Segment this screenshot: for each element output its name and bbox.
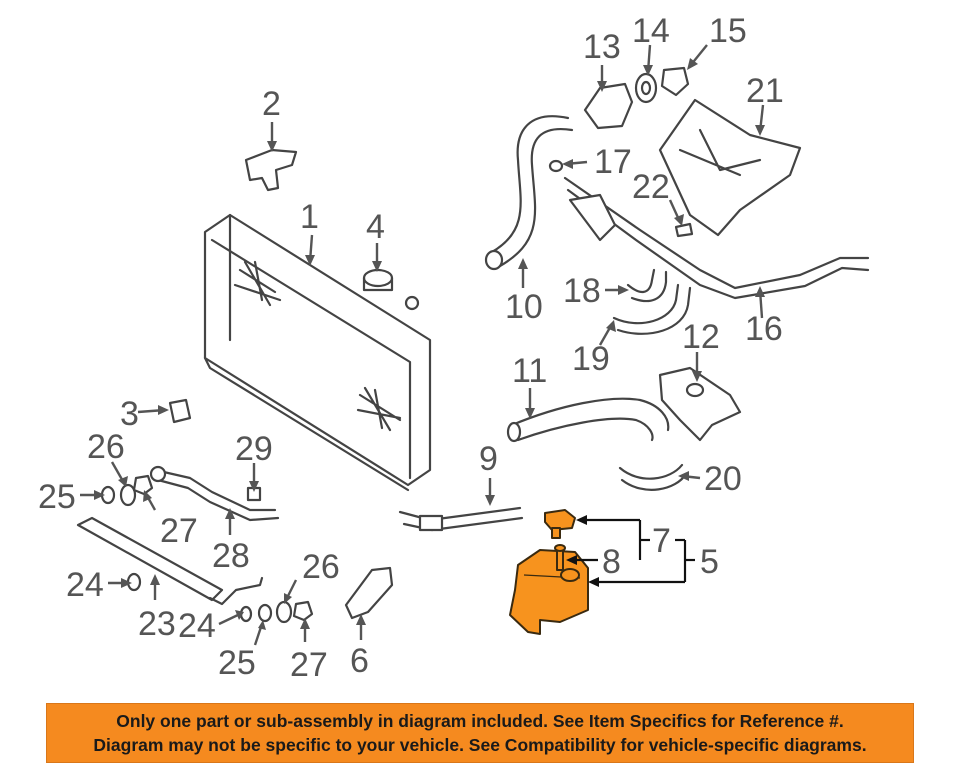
radiator-part: [203, 213, 432, 492]
callout-17: 17: [594, 143, 632, 181]
water-pipe-part: [563, 176, 870, 300]
callout-2: 2: [262, 85, 281, 123]
callout-6: 6: [350, 642, 369, 680]
lower-hose-part: [506, 397, 670, 443]
tank-hose-part: [554, 544, 566, 571]
drain-plug-part: [168, 398, 192, 424]
callout-24b: 24: [178, 607, 216, 645]
gasket-part: [634, 72, 658, 104]
bypass-hose-18-part: [626, 268, 668, 303]
callout-29: 29: [235, 430, 273, 468]
callout-10: 10: [505, 288, 543, 326]
nut-27b-part: [292, 600, 314, 622]
callout-25b: 25: [218, 644, 256, 682]
callout-24a: 24: [66, 566, 104, 604]
callout-27b: 27: [290, 646, 328, 684]
callout-12: 12: [682, 318, 720, 356]
callout-labels: 1 2 3 4 5 6 7 8 9 10 11 12 13 14 15 16 1…: [38, 12, 784, 684]
thermostat-housing-part: [583, 82, 634, 130]
washer-26-part: [119, 483, 137, 507]
callout-27a: 27: [160, 512, 198, 550]
o-ring-part: [548, 159, 564, 173]
callout-9: 9: [479, 440, 498, 478]
callout-26a: 26: [87, 428, 125, 466]
callout-11: 11: [512, 352, 547, 390]
disclaimer-line-1: Only one part or sub-assembly in diagram…: [116, 711, 844, 731]
arrowheads: [94, 58, 765, 630]
callout-20: 20: [704, 460, 742, 498]
reserve-tank-part: [509, 549, 589, 635]
oil-cooler-part: [76, 516, 264, 606]
callout-19: 19: [572, 340, 610, 378]
callout-21: 21: [746, 72, 784, 110]
washer-26b-part: [275, 600, 293, 624]
nut-27-part: [132, 474, 154, 496]
disclaimer-banner: Only one part or sub-assembly in diagram…: [46, 703, 914, 763]
callout-25a: 25: [38, 478, 76, 516]
thermostat-part: [660, 66, 690, 97]
washer-24-part: [126, 572, 142, 592]
disclaimer-line-2: Diagram may not be specific to your vehi…: [93, 735, 867, 755]
callout-18: 18: [563, 272, 601, 310]
hose-20-part: [618, 463, 688, 491]
callout-16: 16: [745, 310, 783, 348]
tank-cap-part: [544, 509, 576, 539]
upper-hose-part: [484, 115, 574, 271]
callout-14: 14: [632, 12, 670, 50]
tank-bracket-part: [344, 566, 394, 620]
callout-22: 22: [632, 168, 670, 206]
callout-26b: 26: [302, 548, 340, 586]
callout-28: 28: [212, 537, 250, 575]
bolt-22-part: [674, 222, 694, 238]
callout-3: 3: [120, 395, 139, 433]
callout-5: 5: [700, 543, 719, 581]
callout-8: 8: [602, 543, 621, 581]
callout-15: 15: [709, 12, 747, 50]
callout-7: 7: [652, 522, 671, 560]
parts-diagram: 1 2 3 4 5 6 7 8 9 10 11 12 13 14 15 16 1…: [38, 12, 870, 684]
callout-13: 13: [583, 28, 621, 66]
pipe-9-part: [398, 506, 524, 532]
arrowheads-black: [566, 515, 599, 587]
callout-1: 1: [300, 198, 319, 236]
heat-shield-part: [658, 98, 802, 237]
callout-23: 23: [138, 605, 176, 643]
washer-25b-part: [257, 603, 273, 623]
hose-28-part: [149, 465, 280, 522]
bypass-hose-19-part: [612, 283, 692, 335]
water-outlet-part: [658, 366, 742, 442]
callout-4: 4: [366, 208, 385, 246]
bracket-part: [244, 148, 298, 192]
